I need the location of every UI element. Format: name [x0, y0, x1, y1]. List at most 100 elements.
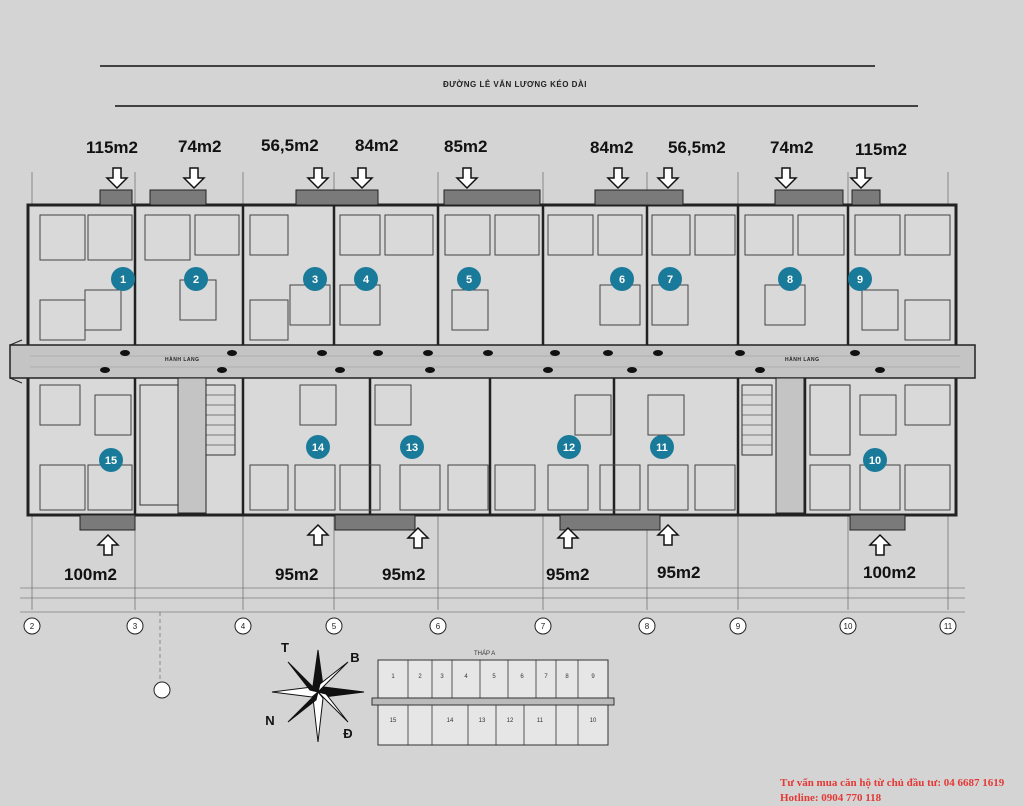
corridor-branch-left	[177, 377, 207, 514]
key-plan-unit: 2	[418, 674, 422, 680]
corridor-label-right: HÀNH LANG	[785, 357, 820, 363]
unit-marker	[303, 267, 327, 291]
corridor-lights	[100, 350, 885, 373]
key-plan-unit: 3	[440, 674, 444, 680]
bottom-rooms	[39, 384, 951, 511]
key-plan	[371, 659, 615, 746]
axis-label: 6	[436, 622, 441, 631]
axis-label: 2	[30, 622, 35, 631]
unit-number: 3	[312, 274, 318, 286]
key-plan-title: THÁP A	[474, 650, 495, 657]
key-plan-unit: 4	[464, 674, 468, 680]
unit-number: 10	[869, 455, 881, 467]
unit-marker	[400, 435, 424, 459]
compass-b: B	[350, 650, 359, 665]
key-plan-unit: 10	[590, 718, 597, 724]
top-rooms	[39, 214, 951, 341]
area-label-top: 56,5m2	[261, 136, 319, 155]
compass-d: Đ	[343, 726, 352, 741]
key-plan-unit: 15	[390, 718, 397, 724]
top-arrows	[105, 167, 873, 190]
key-plan-unit: 1	[391, 674, 395, 680]
unit-marker	[650, 435, 674, 459]
key-plan-unit: 12	[507, 718, 514, 724]
area-label-top: 115m2	[855, 140, 907, 159]
top-balconies	[99, 189, 881, 206]
area-label-bottom: 95m2	[382, 565, 426, 584]
unit-marker	[457, 267, 481, 291]
corridor-label-left: HÀNH LANG	[165, 357, 200, 363]
bottom-balconies	[79, 514, 906, 531]
unit-number: 2	[193, 274, 199, 286]
unit-marker	[306, 435, 330, 459]
axis-label: 11	[944, 622, 953, 631]
area-label-top: 84m2	[355, 136, 399, 155]
unit-number: 8	[787, 274, 793, 286]
unit-marker	[610, 267, 634, 291]
consult-phone: Tư vấn mua căn hộ từ chủ đầu tư: 04 6687…	[780, 777, 1005, 789]
corridor-branch-right	[775, 377, 805, 514]
top-unit-walls	[133, 205, 850, 345]
section-marker	[153, 681, 171, 699]
stair-steps	[205, 394, 772, 446]
hotline-phone: Hotline: 0904 770 118	[780, 792, 882, 804]
unit-marker	[99, 448, 123, 472]
bottom-arrows	[96, 523, 892, 556]
area-label-top: 56,5m2	[668, 138, 726, 157]
unit-number: 6	[619, 274, 625, 286]
unit-number: 5	[466, 274, 472, 286]
axis-label: 9	[736, 622, 741, 631]
axis-label: 5	[332, 622, 337, 631]
corridor-tiles	[30, 355, 960, 368]
key-plan-unit: 13	[479, 718, 486, 724]
key-plan-unit: 11	[537, 718, 544, 724]
area-label-bottom: 95m2	[546, 565, 590, 584]
unit-number: 14	[312, 442, 325, 454]
key-plan-unit: 9	[591, 674, 595, 680]
unit-marker	[778, 267, 802, 291]
axis-label: 4	[241, 622, 246, 631]
area-label-top: 74m2	[178, 137, 222, 156]
key-plan-unit: 6	[520, 674, 524, 680]
unit-number: 9	[857, 274, 863, 286]
unit-number: 13	[406, 442, 418, 454]
compass-t: T	[281, 640, 289, 655]
unit-marker	[863, 448, 887, 472]
key-plan-unit: 14	[447, 718, 454, 724]
road-label: ĐƯỜNG LÊ VĂN LƯƠNG KÉO DÀI	[443, 80, 587, 89]
corridor	[9, 344, 976, 379]
compass-rose	[271, 649, 365, 743]
unit-marker	[848, 267, 872, 291]
unit-number: 15	[105, 455, 117, 467]
unit-number: 4	[363, 274, 370, 286]
axis-circles	[23, 617, 957, 635]
unit-marker	[354, 267, 378, 291]
unit-number: 7	[667, 274, 673, 286]
axis-label: 7	[541, 622, 546, 631]
unit-number: 11	[656, 442, 668, 454]
area-label-top: 84m2	[590, 138, 634, 157]
area-label-bottom: 100m2	[64, 565, 117, 584]
axis-label: 8	[645, 622, 650, 631]
area-label-top: 85m2	[444, 137, 488, 156]
unit-marker	[557, 435, 581, 459]
axis-label: 10	[844, 622, 853, 631]
unit-marker	[111, 267, 135, 291]
key-plan-divisions	[407, 660, 579, 745]
area-label-bottom: 95m2	[275, 565, 319, 584]
area-label-top: 74m2	[770, 138, 814, 157]
compass-n: N	[265, 713, 274, 728]
unit-marker	[184, 267, 208, 291]
area-label-bottom: 100m2	[863, 563, 916, 582]
area-label-top: 115m2	[86, 138, 138, 157]
area-label-bottom: 95m2	[657, 563, 701, 582]
axis-label: 3	[133, 622, 138, 631]
key-plan-unit: 8	[565, 674, 569, 680]
unit-number: 12	[563, 442, 575, 454]
key-plan-unit: 5	[492, 674, 496, 680]
unit-marker	[658, 267, 682, 291]
key-plan-unit: 7	[544, 674, 548, 680]
unit-number: 1	[120, 274, 126, 286]
